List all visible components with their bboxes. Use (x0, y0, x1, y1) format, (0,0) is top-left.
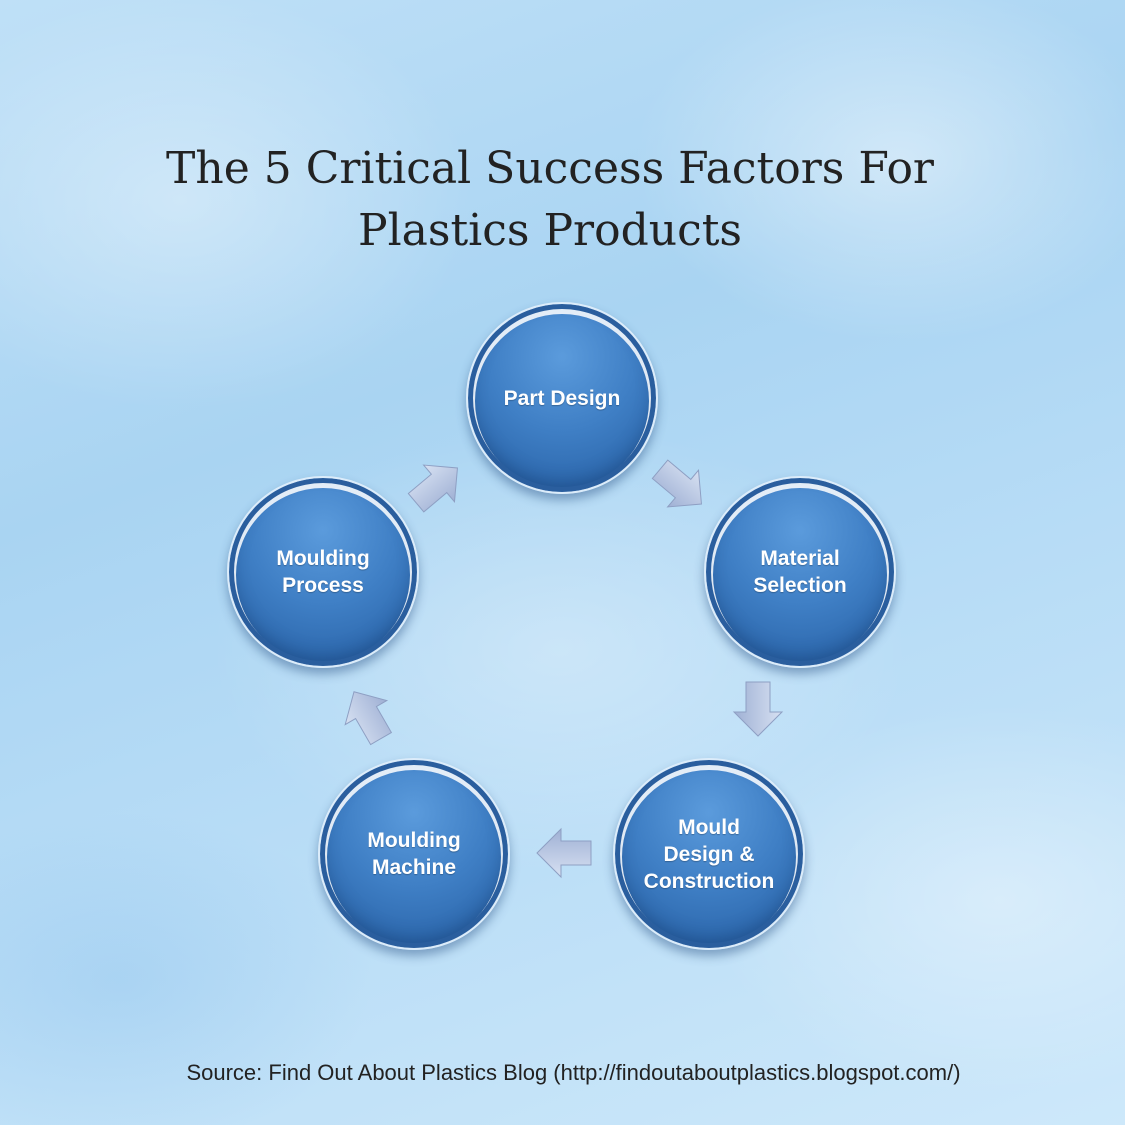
node-mould-design-construction: Mould Design & Construction (613, 758, 805, 950)
arrow-process-to-part (407, 464, 458, 513)
diagram-title: The 5 Critical Success Factors For Plast… (60, 138, 1040, 262)
arrow-part-to-material (651, 459, 702, 508)
node-material-selection: Material Selection (704, 476, 896, 668)
node-label: Moulding Process (276, 547, 370, 597)
node-label: Part Design (503, 386, 621, 410)
arrow-machine-to-process (344, 691, 393, 746)
arrow-material-to-mould (732, 681, 784, 737)
node-label: Moulding Machine (367, 829, 461, 879)
node-moulding-machine: Moulding Machine (318, 758, 510, 950)
title-line-1: The 5 Critical Success Factors For (166, 143, 934, 194)
arrow-mould-to-machine (536, 827, 592, 879)
node-moulding-process: Moulding Process (227, 476, 419, 668)
source-credit: Source: Find Out About Plastics Blog (ht… (186, 1060, 961, 1085)
node-label: Material Selection (753, 547, 847, 597)
title-line-2: Plastics Products (358, 205, 742, 256)
node-part-design: Part Design (466, 302, 658, 494)
node-label: Mould Design & Construction (643, 815, 775, 893)
